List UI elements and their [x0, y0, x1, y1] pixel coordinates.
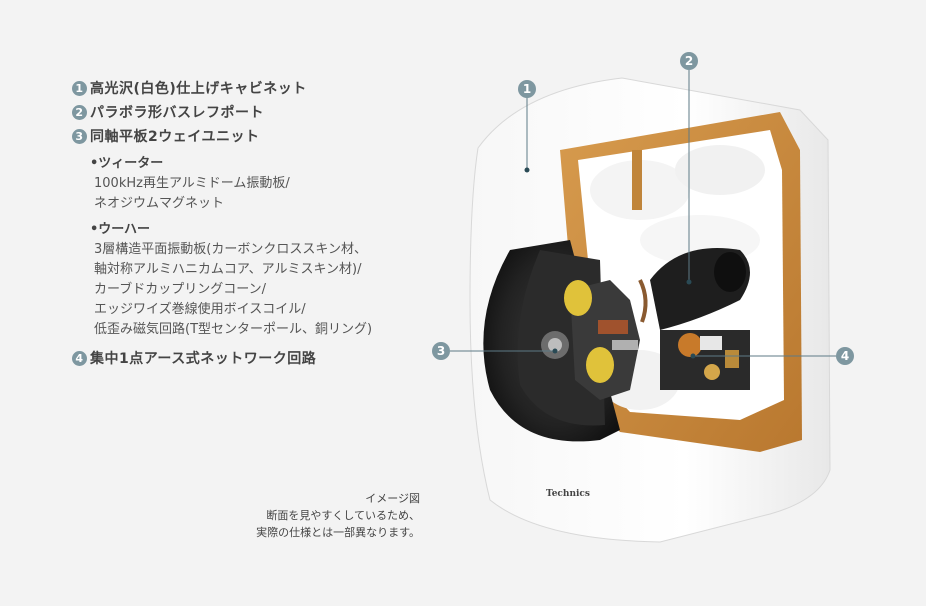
callout-lines: [450, 70, 836, 357]
woofer-spec: •ウーハー 3層構造平面振動板(カーボンクロススキン材、 軸対称アルミハニカムコ…: [90, 220, 432, 340]
legend-label: 高光沢(白色)仕上げキャビネット: [90, 81, 307, 97]
number-badge: 1: [72, 80, 87, 96]
callout-dots: [524, 167, 696, 359]
legend-item-network: 4 集中1点アース式ネットワーク回路: [72, 346, 432, 370]
brand-logo: Technics: [546, 489, 590, 499]
svg-text:2: 2: [685, 54, 693, 68]
legend-item-coaxial-unit: 3 同軸平板2ウェイユニット: [72, 124, 432, 148]
caption-line-2: 断面を見やすくしているため、: [266, 509, 420, 522]
legend-item-cabinet: 1 高光沢(白色)仕上げキャビネット: [72, 76, 432, 100]
legend-label: 同軸平板2ウェイユニット: [90, 129, 260, 145]
feature-legend: 1 高光沢(白色)仕上げキャビネット 2 パラボラ形バスレフポート 3 同軸平板…: [72, 76, 432, 370]
legend-item-bass-port: 2 パラボラ形バスレフポート: [72, 100, 432, 124]
tweeter-heading: •ツィーター: [90, 156, 164, 171]
number-badge: 4: [72, 350, 87, 366]
bass-reflex-port: [638, 248, 750, 330]
caption-line-1: イメージ図: [365, 492, 420, 505]
callout-badge-4: 4: [836, 347, 854, 365]
tweeter-spec: •ツィーター 100kHz再生アルミドーム振動板/ ネオジウムマグネット: [90, 154, 432, 214]
coaxial-driver-unit: [483, 240, 640, 442]
network-circuit: [660, 330, 750, 390]
woofer-heading: •ウーハー: [90, 222, 151, 237]
legend-label: パラボラ形バスレフポート: [90, 105, 264, 121]
woofer-body: 3層構造平面振動板(カーボンクロススキン材、 軸対称アルミハニカムコア、アルミス…: [94, 242, 373, 337]
svg-text:4: 4: [841, 349, 849, 363]
tweeter-body: 100kHz再生アルミドーム振動板/ ネオジウムマグネット: [94, 176, 290, 211]
number-badge: 2: [72, 104, 87, 120]
legend-label: 集中1点アース式ネットワーク回路: [90, 351, 317, 367]
callout-badge-3: 3: [432, 342, 450, 360]
svg-text:3: 3: [437, 344, 445, 358]
svg-text:1: 1: [523, 82, 531, 96]
number-badge: 3: [72, 128, 87, 144]
image-caption: イメージ図 断面を見やすくしているため、 実際の仕様とは一部異なります。: [250, 490, 420, 541]
callout-badge-1: 1: [518, 80, 536, 98]
callout-badge-2: 2: [680, 52, 698, 70]
caption-line-3: 実際の仕様とは一部異なります。: [256, 526, 420, 539]
